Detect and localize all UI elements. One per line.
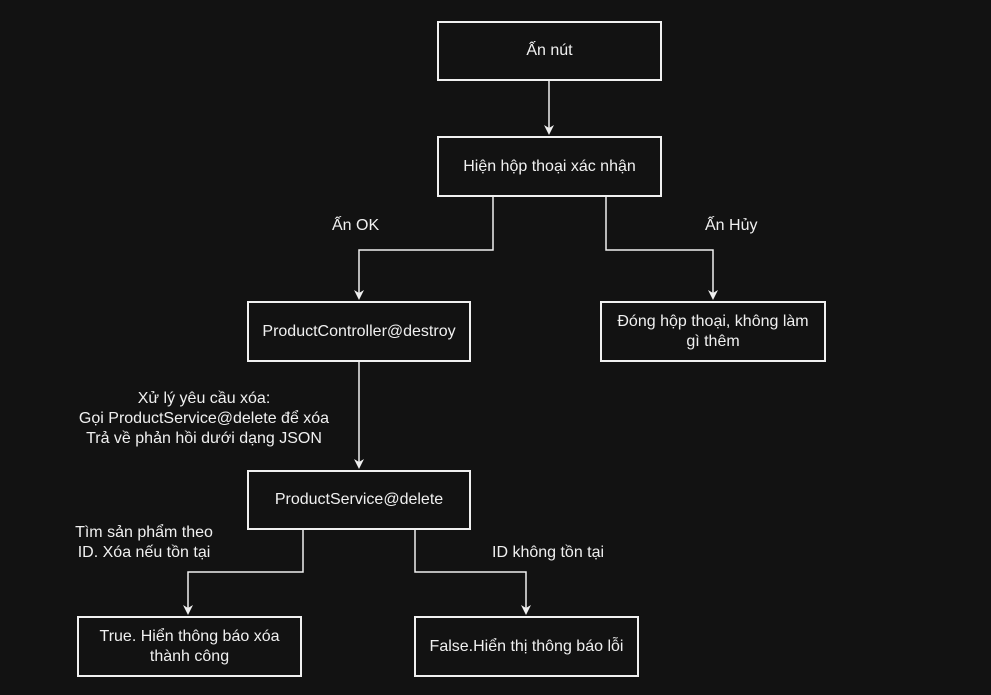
node-close-dialog-line-1: Đóng hộp thoại, không làm (617, 312, 809, 330)
edge-label-find-product-line-2: ID. Xóa nếu tồn tại (77, 544, 211, 561)
node-close-dialog: Đóng hộp thoại, không làm gì thêm (600, 301, 826, 362)
node-failure: False.Hiển thị thông báo lỗi (414, 616, 639, 677)
node-service-delete: ProductService@delete (247, 470, 471, 530)
node-press-button: Ấn nút (437, 21, 662, 81)
node-controller-destroy-text: ProductController@destroy (262, 322, 456, 340)
node-close-dialog-line-2: gì thêm (686, 332, 740, 350)
node-failure-text: False.Hiển thị thông báo lỗi (429, 637, 624, 655)
edge-dialog-to-close (605, 197, 718, 300)
node-success-line-1: True. Hiển thông báo xóa (99, 627, 280, 645)
node-success-line-2: thành công (149, 647, 230, 665)
edge-label-process-request-line-1: Xử lý yêu cầu xóa: (137, 390, 271, 407)
node-success: True. Hiển thông báo xóa thành công (77, 616, 302, 677)
node-press-button-text: Ấn nút (526, 42, 573, 59)
edge-label-find-product: Tìm sản phẩm theo ID. Xóa nếu tồn tại (56, 523, 232, 563)
node-show-dialog: Hiện hộp thoại xác nhận (437, 136, 662, 197)
edge-label-process-request: Xử lý yêu cầu xóa: Gọi ProductService@de… (46, 389, 362, 449)
edge-label-process-request-line-3: Trả về phản hồi dưới dạng JSON (86, 430, 322, 447)
edge-label-id-not-exist: ID không tồn tại (492, 544, 605, 561)
node-controller-destroy: ProductController@destroy (247, 301, 471, 362)
node-show-dialog-text: Hiện hộp thoại xác nhận (463, 157, 636, 175)
node-service-delete-text: ProductService@delete (274, 491, 444, 508)
edge-label-press-cancel: Ấn Hủy (705, 217, 758, 234)
edge-label-process-request-line-2: Gọi ProductService@delete để xóa (78, 410, 330, 427)
edge-service-to-failure (414, 530, 531, 615)
edge-service-to-success (183, 530, 304, 615)
edge-label-press-ok: Ấn OK (332, 217, 380, 234)
edge-dialog-to-controller (354, 197, 494, 300)
edge-label-find-product-line-1: Tìm sản phẩm theo (75, 524, 213, 541)
